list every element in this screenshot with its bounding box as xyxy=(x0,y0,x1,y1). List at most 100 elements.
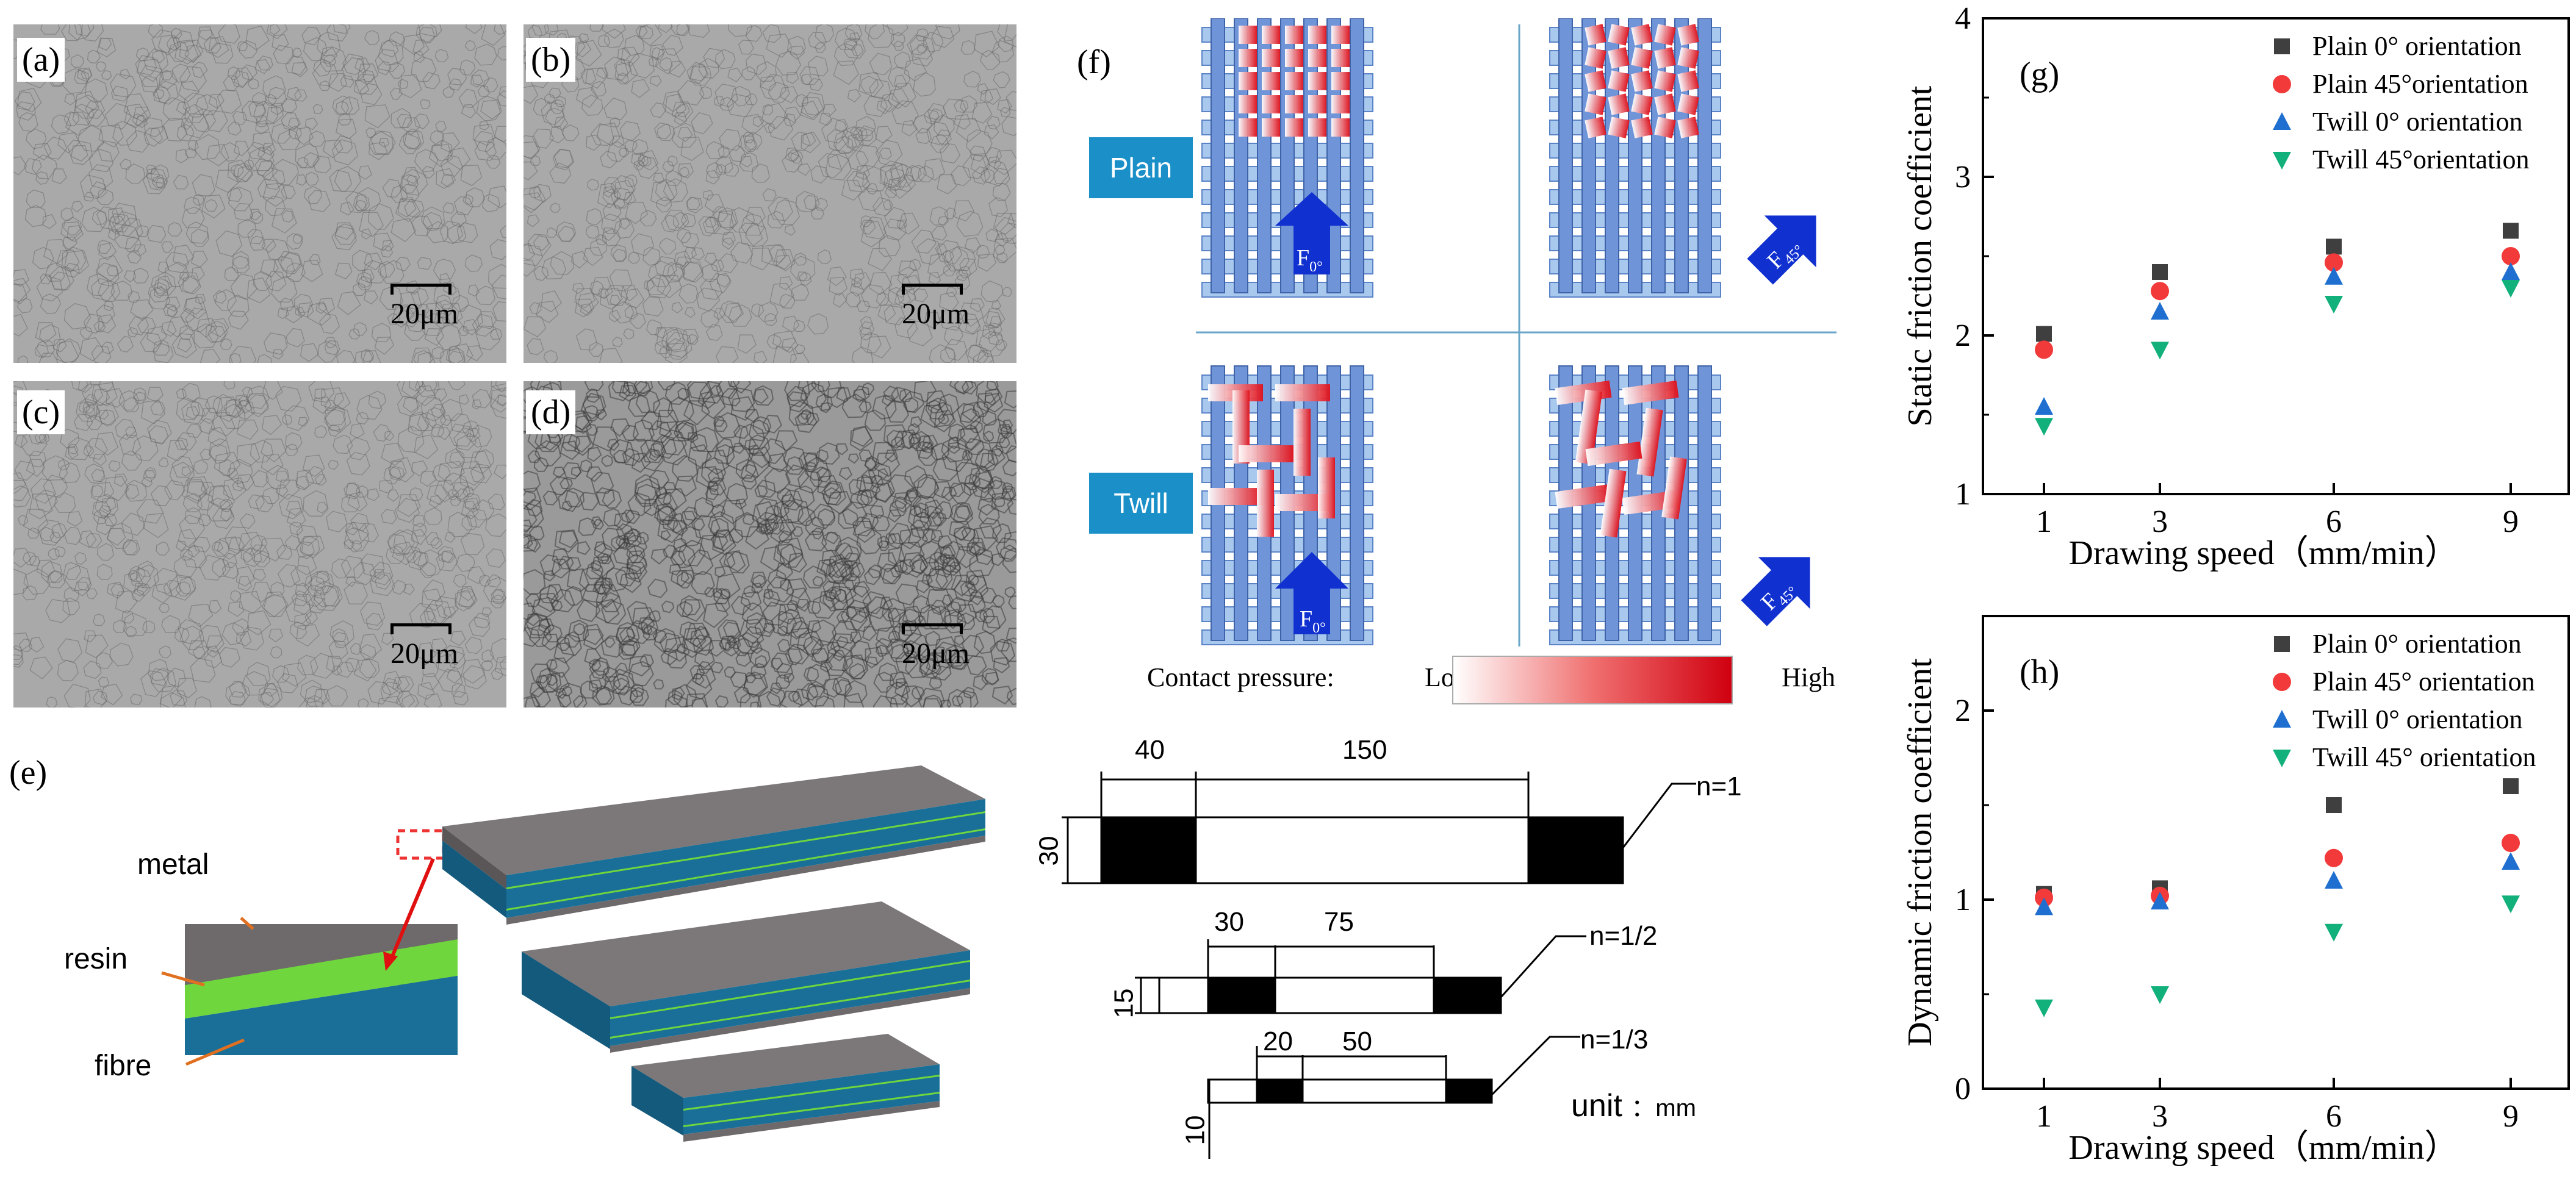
tab-left-n1 xyxy=(1100,816,1197,884)
dim-gauge-n3: 50 xyxy=(1342,1026,1372,1056)
legend-marker-3 xyxy=(2273,750,2291,767)
dim-tab-n1: 40 xyxy=(1135,735,1165,765)
contact-pressure-legend: Contact pressure: Low High xyxy=(1147,656,1849,704)
panel-label-a: (a) xyxy=(17,38,65,82)
grain-texture xyxy=(523,381,1016,708)
tab-left-n2 xyxy=(1207,976,1276,1014)
micrograph-a xyxy=(13,24,506,363)
y-tick-label: 1 xyxy=(1955,883,1971,917)
dim-gauge-n2: 75 xyxy=(1324,907,1354,937)
data-point-series-1 xyxy=(2325,253,2343,272)
pressure-patches xyxy=(1239,26,1350,137)
scale-bar-c: 20μm xyxy=(390,623,458,678)
x-tick-label: 1 xyxy=(2036,1099,2052,1134)
data-point-series-2 xyxy=(2325,267,2343,285)
resin-arrow xyxy=(161,971,205,987)
y-tick-label: 0 xyxy=(1955,1072,1971,1106)
force-arrow-twill-0 xyxy=(1275,552,1348,634)
force-label-twill-0: F0° xyxy=(1300,606,1326,636)
data-point-series-1 xyxy=(2325,848,2343,867)
legend-label-0: Plain 0° orientation xyxy=(2312,629,2522,659)
data-point-series-0 xyxy=(2326,797,2342,813)
label-metal: metal xyxy=(137,848,209,881)
x-tick-label: 1 xyxy=(2036,504,2052,539)
legend-marker-1 xyxy=(2273,673,2291,691)
x-axis-label: Drawing speed（mm/min） xyxy=(2068,534,2458,572)
y-tick-label: 2 xyxy=(1955,693,1971,728)
x-tick-label: 6 xyxy=(2326,1099,2342,1134)
scale-label-b: 20μm xyxy=(902,298,970,330)
micrograph-a-texture xyxy=(13,24,506,363)
y-axis-label: Dynamic friction coefficient xyxy=(1901,658,1939,1047)
unit-label-text: unit xyxy=(1571,1088,1622,1123)
data-point-series-1 xyxy=(2151,282,2169,301)
legend-label-2: Twill 0° orientation xyxy=(2312,107,2522,137)
pressure-patches xyxy=(1585,24,1699,138)
dim-tab-n2: 30 xyxy=(1214,907,1244,937)
legend-label-3: Twill 45°orientation xyxy=(2312,145,2529,174)
data-point-series-3 xyxy=(2502,280,2520,298)
x-tick-label: 9 xyxy=(2503,1099,2519,1134)
scale-bar-d: 20μm xyxy=(902,623,970,678)
legend-marker-3 xyxy=(2273,152,2291,170)
panel-label-b: (b) xyxy=(526,38,576,82)
weave-plain-0 xyxy=(1201,18,1373,298)
specimen-label-n2: n=1/2 xyxy=(1589,921,1658,951)
specimen-small xyxy=(631,1034,940,1142)
data-point-series-0 xyxy=(2036,326,2052,342)
dim-width-n1: 30 xyxy=(1034,836,1064,866)
data-point-series-2 xyxy=(2035,897,2053,915)
legend-label-3: Twill 45° orientation xyxy=(2312,742,2536,772)
micrograph-b-texture xyxy=(523,24,1016,363)
laminate-cross-section xyxy=(185,924,458,1055)
force-arrows xyxy=(1275,192,1816,634)
x-tick-label: 3 xyxy=(2152,1099,2168,1134)
force-label-plain-0: F0° xyxy=(1297,245,1323,275)
data-point-series-3 xyxy=(2151,986,2169,1004)
grain-texture xyxy=(13,381,506,708)
pressure-patches xyxy=(1208,384,1335,537)
micrograph-d-texture xyxy=(523,381,1016,708)
legend-marker-0 xyxy=(2274,636,2290,652)
plot-frame xyxy=(1982,615,2570,1090)
data-point-series-3 xyxy=(2325,923,2343,942)
x-tick-label: 9 xyxy=(2503,504,2519,539)
x-tick-label: 3 xyxy=(2152,504,2168,539)
y-tick-label: 4 xyxy=(1955,1,1971,36)
pressure-patches xyxy=(1555,380,1687,538)
data-point-series-3 xyxy=(2151,342,2169,360)
legend-marker-2 xyxy=(2273,710,2291,728)
legend-label-0: Plain 0° orientation xyxy=(2312,31,2522,61)
zoom-arrow xyxy=(389,858,435,962)
weave-twill-45 xyxy=(1549,365,1721,645)
panel-label-c: (c) xyxy=(17,390,65,434)
data-point-series-3 xyxy=(2035,418,2053,436)
panel-label-f: (f) xyxy=(1077,43,1111,81)
dim-tab-n3: 20 xyxy=(1263,1026,1293,1056)
contact-pressure-high: High xyxy=(1782,662,1835,692)
data-point-series-2 xyxy=(2035,397,2053,415)
data-point-series-0 xyxy=(2326,238,2342,255)
x-axis-label: Drawing speed（mm/min） xyxy=(2068,1129,2458,1167)
x-tick-label: 6 xyxy=(2326,504,2342,539)
data-point-series-1 xyxy=(2502,834,2520,852)
data-point-series-0 xyxy=(2503,778,2519,794)
grain-texture xyxy=(13,24,506,363)
data-point-series-2 xyxy=(2151,302,2169,320)
legend-marker-2 xyxy=(2273,112,2291,130)
contact-pressure-colorbar xyxy=(1452,656,1733,704)
scale-bar-b: 20μm xyxy=(902,284,970,339)
data-point-series-1 xyxy=(2035,340,2053,359)
row-label-plain: Plain xyxy=(1089,137,1193,198)
legend-marker-1 xyxy=(2273,75,2291,93)
zoom-box xyxy=(396,829,445,860)
dim-width-n3: 10 xyxy=(1180,1115,1211,1145)
unit-value-text: ：mm xyxy=(1631,1095,1696,1122)
specimen-medium xyxy=(522,901,970,1053)
tab-right-n3 xyxy=(1445,1078,1493,1104)
metal-arrow xyxy=(240,917,254,930)
force-arrow-plain-0 xyxy=(1275,192,1348,274)
data-point-series-2 xyxy=(2151,892,2169,910)
